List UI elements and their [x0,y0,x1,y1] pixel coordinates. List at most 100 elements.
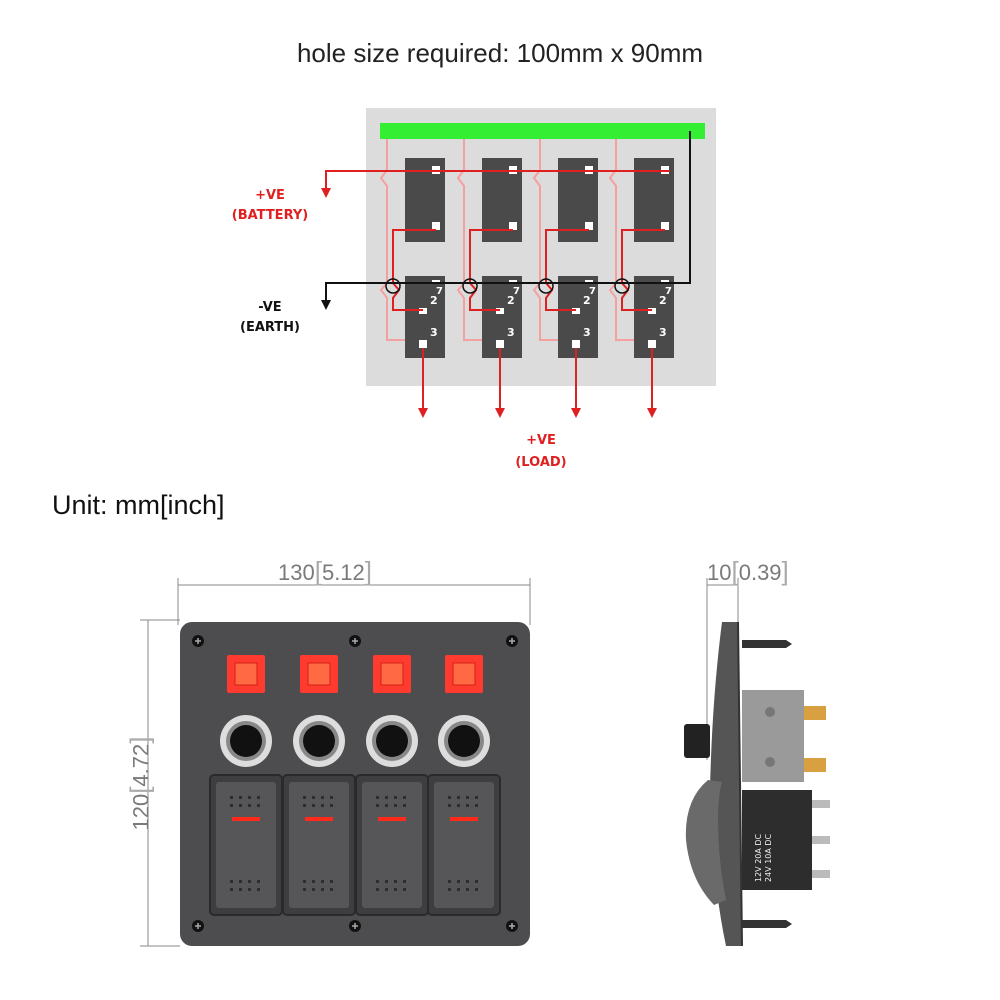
fuse-holder-cap-1 [230,725,262,757]
rocker-texture-bottom-4 [448,888,451,891]
switch-label: 12V 20A DC 24V 10A DC [754,833,773,882]
rocker-texture-top-1 [230,804,233,807]
rocker-texture-bottom-2 [330,880,333,883]
rocker-texture-bottom-3 [403,888,406,891]
rocker-texture-bottom-2 [312,880,315,883]
fuse-holder-cap-3 [376,725,408,757]
breaker-reset-face-4 [452,662,476,686]
rocker-switch-face-2 [289,782,349,908]
pin-label-2-switch-2: 2 [507,294,515,307]
side-screw-bottom [742,920,792,928]
pin-label-3-switch-4: 3 [659,326,667,339]
rocker-texture-top-4 [457,796,460,799]
load-label-line2: (LOAD) [515,455,567,470]
rocker-texture-bottom-1 [248,880,251,883]
rocker-texture-bottom-2 [303,880,306,883]
wire-crossover-2 [462,278,478,294]
rocker-texture-top-4 [457,804,460,807]
battery-positive-wire [325,170,670,190]
pin-label-3-switch-1: 3 [430,326,438,339]
rocker-texture-top-1 [230,796,233,799]
rocker-texture-bottom-3 [394,888,397,891]
breaker-reset-face-1 [234,662,258,686]
load-arrow-1 [418,408,428,418]
rocker-texture-bottom-3 [394,880,397,883]
breaker-terminal-bottom-3 [585,222,593,230]
wire-crossover-4 [614,278,630,294]
rocker-texture-bottom-4 [466,888,469,891]
battery-label-line2: (BATTERY) [231,208,309,223]
rocker-texture-top-1 [257,796,260,799]
rocker-texture-top-4 [448,796,451,799]
pin-label-7-switch-4: 7 [665,286,672,297]
rocker-texture-bottom-3 [376,880,379,883]
rocker-texture-top-1 [239,804,242,807]
depth-dimension-label: 10[0.39] [707,556,789,586]
switch-terminal-3-3 [572,340,580,348]
rocker-texture-bottom-1 [257,880,260,883]
rocker-texture-bottom-1 [230,888,233,891]
rocker-led-bar-2 [305,817,333,821]
rocker-texture-bottom-1 [248,888,251,891]
switch-pin-3 [812,870,830,878]
rocker-texture-bottom-1 [239,888,242,891]
pin-label-2-switch-1: 2 [430,294,438,307]
rocker-led-bar-1 [232,817,260,821]
fuse-holder-cap-4 [448,725,480,757]
load-arrow-3 [571,408,581,418]
breaker-rivet-1 [765,707,775,717]
pin-label-7-switch-2: 7 [513,286,520,297]
rocker-texture-bottom-2 [330,888,333,891]
earth-arrow [321,300,331,310]
rocker-switch-face-3 [362,782,422,908]
channel-3 [355,655,429,916]
rocker-texture-top-2 [321,804,324,807]
channel-4 [427,655,501,916]
rocker-texture-bottom-2 [321,880,324,883]
load-label-line1: +VE [526,433,556,448]
switch-terminal-3-2 [496,340,504,348]
rocker-texture-top-2 [330,804,333,807]
side-rocker [685,780,726,905]
side-screw-top [742,640,792,648]
screw-bottom-right [506,920,518,932]
side-switch-body [742,790,812,890]
rocker-texture-bottom-2 [303,888,306,891]
rocker-texture-top-2 [312,796,315,799]
rocker-texture-top-2 [312,804,315,807]
earth-label-line2: (EARTH) [240,320,300,335]
rocker-texture-top-3 [376,796,379,799]
front-channel-group [209,655,501,916]
unit-label: Unit: mm[inch] [52,490,225,520]
wire-crossover-3 [538,278,554,294]
width-inch: 5.12 [321,560,365,585]
wiring-diagram [321,108,716,418]
rocker-texture-bottom-2 [312,888,315,891]
rocker-texture-bottom-4 [475,888,478,891]
rocker-switch-face-1 [216,782,276,908]
breaker-rivet-2 [765,757,775,767]
rocker-texture-top-4 [448,804,451,807]
rocker-texture-bottom-4 [457,880,460,883]
rocker-texture-top-3 [385,804,388,807]
rocker-texture-top-2 [303,796,306,799]
rocker-texture-bottom-2 [321,888,324,891]
breaker-terminal-bottom [804,758,826,772]
screw-bottom-middle [349,920,361,932]
battery-label-line1: +VE [255,188,285,203]
screw-top-middle [349,635,361,647]
side-fuse-knob [684,724,710,758]
rocker-texture-bottom-1 [257,888,260,891]
rocker-texture-top-3 [403,804,406,807]
breaker-terminal-bottom-4 [661,222,669,230]
rocker-texture-top-3 [376,804,379,807]
rocker-texture-bottom-3 [385,888,388,891]
rocker-texture-top-3 [394,796,397,799]
switch-terminal-3-1 [419,340,427,348]
rocker-texture-top-1 [239,796,242,799]
switch-pin-2 [812,836,830,844]
switch-pin-1 [812,800,830,808]
pin-label-3-switch-2: 3 [507,326,515,339]
rocker-texture-top-4 [466,804,469,807]
